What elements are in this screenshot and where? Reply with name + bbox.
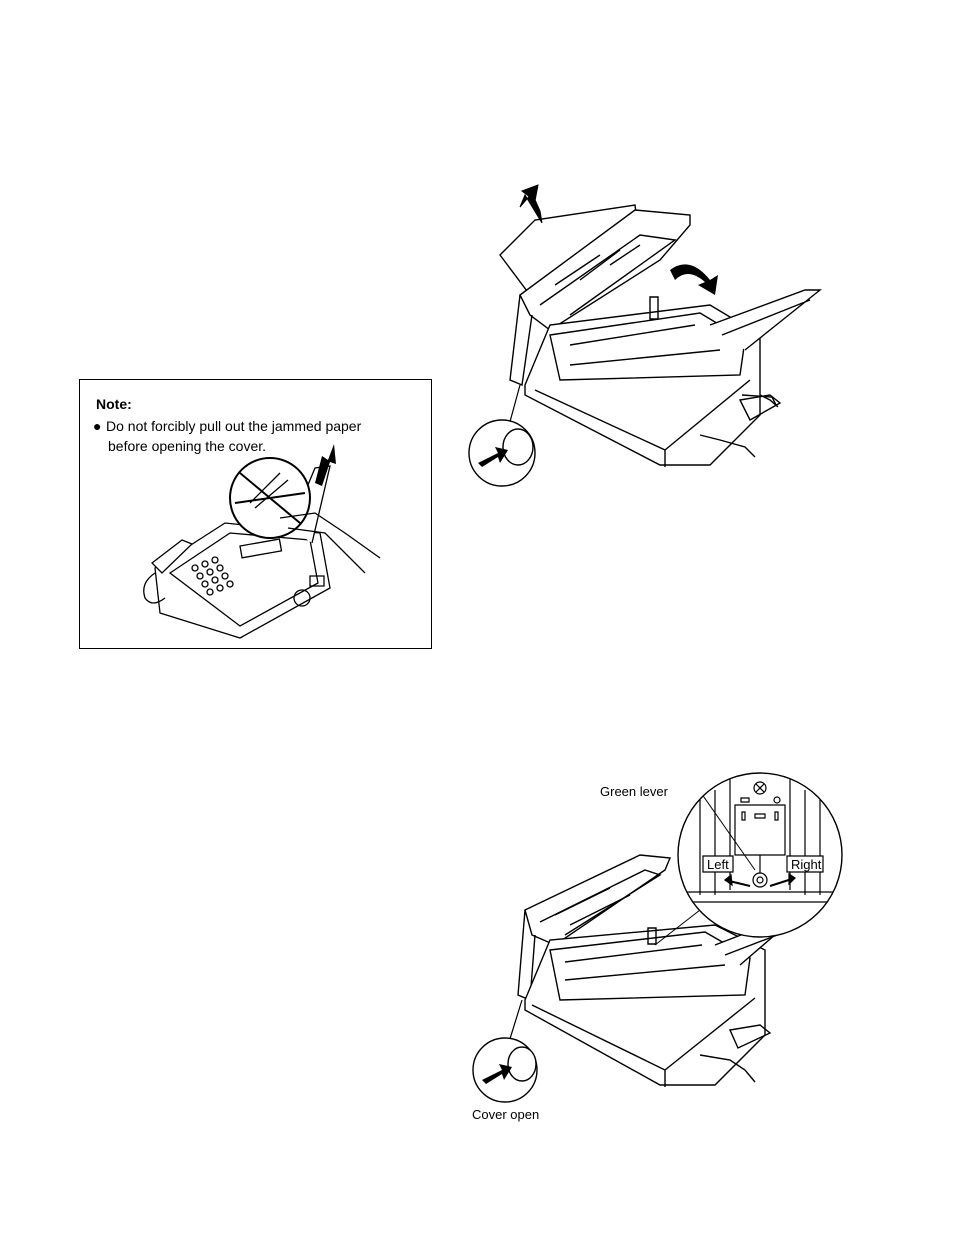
arrow-icon <box>520 185 542 223</box>
cover-open-caption: Cover open <box>472 1107 539 1122</box>
lever-detail-inset <box>675 770 845 940</box>
green-lever-label: Green lever <box>600 784 668 799</box>
left-label: Left <box>707 857 729 872</box>
arrow-icon <box>670 264 718 295</box>
note-box: Note: ●Do not forcibly pull out the jamm… <box>79 379 432 649</box>
note-text-line1: Do not forcibly pull out the jammed pape… <box>106 418 361 434</box>
push-button-icon <box>473 1038 537 1102</box>
fax-machine-illustration <box>140 448 380 643</box>
note-title: Note: <box>96 396 132 412</box>
push-button-icon <box>469 420 535 486</box>
bullet-icon: ● <box>93 416 106 436</box>
right-label: Right <box>791 857 821 872</box>
fax-open-paper-removal-illustration <box>460 185 840 495</box>
